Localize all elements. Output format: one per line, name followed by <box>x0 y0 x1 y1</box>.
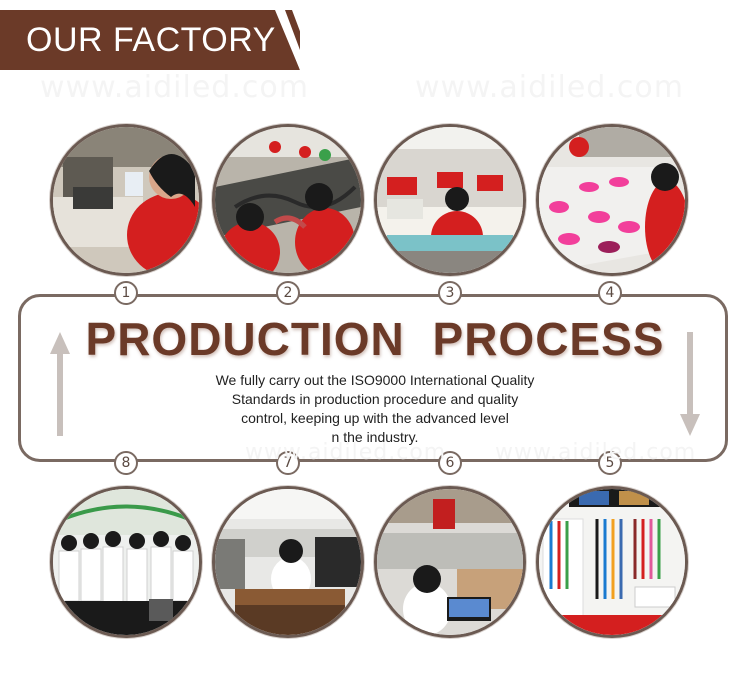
watermark: www.aidiled.com <box>415 70 684 105</box>
step-1-photo <box>53 127 199 273</box>
description-line: control, keeping up with the advanced le… <box>241 410 509 426</box>
step-number: 3 <box>438 281 462 305</box>
step-number: 2 <box>276 281 300 305</box>
description-line: Standards in production procedure and qu… <box>231 391 519 407</box>
description-line: We fully carry out the ISO9000 Internati… <box>215 372 535 388</box>
sewing-workshop-image <box>377 127 523 273</box>
step-number: 8 <box>114 451 138 475</box>
step-number: 6 <box>438 451 462 475</box>
banner-shape <box>0 10 300 70</box>
arrow-down-icon <box>680 332 700 436</box>
lanyard-assembly-line-image <box>215 127 361 273</box>
step-number: 5 <box>598 451 622 475</box>
step-number: 7 <box>276 451 300 475</box>
step-6-photo <box>377 489 523 635</box>
watermark: www.aidiled.com <box>245 440 447 465</box>
arrow-up-icon <box>50 332 70 436</box>
production-process-panel <box>18 294 728 462</box>
step-number: 1 <box>114 281 138 305</box>
office-desk-image <box>215 489 361 635</box>
description-line: n the industry. <box>331 429 419 445</box>
lanyard-showroom-image <box>539 489 685 635</box>
page-title: OUR FACTORY <box>26 21 276 59</box>
step-3-photo <box>377 127 523 273</box>
step-number: 4 <box>598 281 622 305</box>
page-banner: OUR FACTORY <box>0 10 300 70</box>
step-4-photo <box>539 127 685 273</box>
sewing-machine-worker-image <box>53 127 199 273</box>
team-photo-image <box>53 489 199 635</box>
watermark: www.aidiled.com <box>495 440 697 465</box>
step-7-photo <box>215 489 361 635</box>
watermark: www.aidiled.com <box>40 70 309 105</box>
pink-product-table-image <box>539 127 685 273</box>
step-8-photo <box>53 489 199 635</box>
step-2-photo <box>215 127 361 273</box>
step-5-photo <box>539 489 685 635</box>
office-workstations-image <box>377 489 523 635</box>
process-description: We fully carry out the ISO9000 Internati… <box>175 371 575 447</box>
process-title: PRODUCTION PROCESS <box>85 313 665 365</box>
